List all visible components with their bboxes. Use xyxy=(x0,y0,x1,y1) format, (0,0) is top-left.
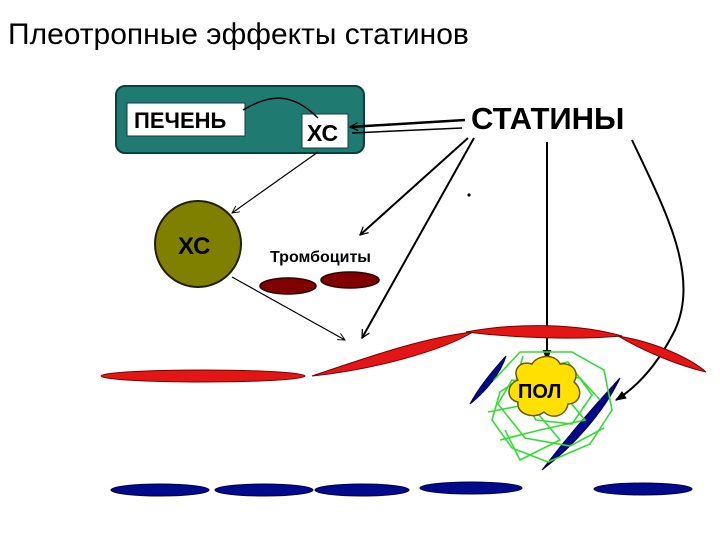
synthesis-curve xyxy=(242,97,319,119)
stray-dot xyxy=(467,193,471,197)
endothelial-cell xyxy=(311,331,474,377)
arrow-statins-to-platelets xyxy=(360,137,469,235)
fibrin-strand xyxy=(487,403,562,462)
platelets-label: Тромбоциты xyxy=(270,249,371,266)
endothelial-cell xyxy=(100,369,306,383)
arrow-statins-to-liver-2 xyxy=(351,127,463,134)
platelet xyxy=(320,271,380,289)
endothelial-cell xyxy=(465,325,623,339)
liver-block: ПЕЧЕНЬ ХС xyxy=(115,85,365,154)
liver-cholesterol-box xyxy=(301,113,349,149)
smooth-muscle-cell xyxy=(593,482,693,496)
arrow-statins-to-endothelium xyxy=(361,137,475,338)
smooth-muscle-cell xyxy=(314,483,410,497)
liver-label: ПЕЧЕНЬ xyxy=(134,108,227,133)
liver-cholesterol-label: ХС xyxy=(307,120,338,146)
smooth-muscle-cell xyxy=(214,483,314,497)
leukocyte-label: ПОЛ xyxy=(518,381,561,403)
arrow-cholesterol-to-endothelium xyxy=(231,276,345,341)
cholesterol-circle xyxy=(154,200,242,288)
cholesterol-particle: ХС xyxy=(154,200,242,288)
smooth-muscle-cell xyxy=(110,483,210,497)
blood-cholesterol-label: ХС xyxy=(178,233,210,260)
smooth-muscle-layer xyxy=(110,355,693,497)
endothelium-layer xyxy=(100,325,707,383)
leukocyte: ПОЛ xyxy=(508,355,581,417)
smooth-muscle-cell xyxy=(419,481,523,495)
platelet xyxy=(259,277,317,295)
endothelial-cell xyxy=(617,335,707,373)
smooth-muscle-cell xyxy=(469,355,507,405)
arrow-statins-to-smooth-muscle xyxy=(615,139,685,401)
leukocyte-body xyxy=(508,355,581,417)
slide-title: Плеотропные эффекты статинов xyxy=(8,18,469,51)
liver-label-box xyxy=(126,102,246,137)
statins-label: СТАТИНЫ xyxy=(471,101,624,136)
arrow-liver-to-cholesterol xyxy=(232,151,319,213)
arrow-statins-to-liver xyxy=(350,118,466,127)
